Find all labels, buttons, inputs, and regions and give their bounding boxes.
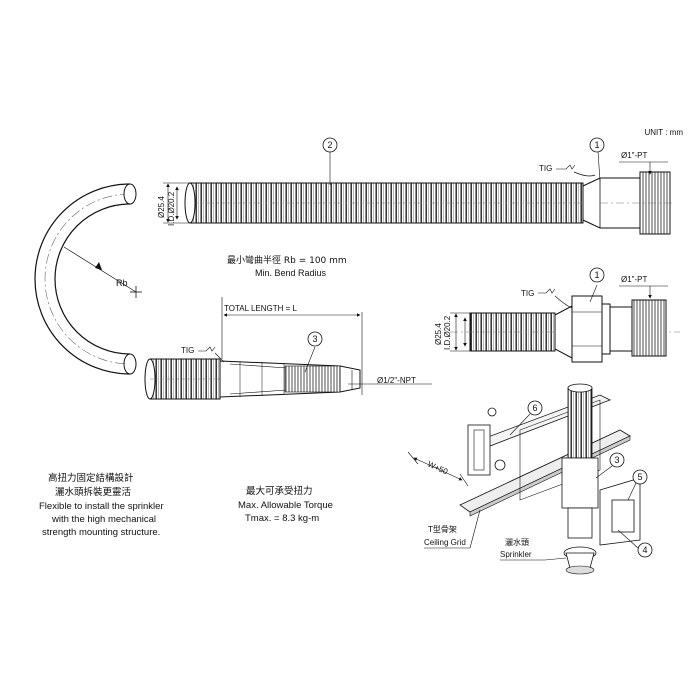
left-note-zh2: 灑水頭拆裝更靈活 (55, 486, 132, 498)
top-dim-outer: Ø25.4 (157, 196, 166, 218)
left-note: 高扭力固定結構設計 灑水頭拆裝更靈活 Flexible to install t… (39, 472, 164, 538)
callout-1-top: 1 (589, 137, 605, 153)
svg-text:6: 6 (532, 403, 537, 413)
torque-note: 最大可承受扭力 Max. Allowable Torque Tmax. = 8.… (238, 485, 333, 524)
torque-en: Max. Allowable Torque (238, 500, 333, 511)
callout-3-hose: 3 (307, 331, 323, 347)
svg-text:3: 3 (312, 334, 317, 344)
right-dim-outer: Ø25.4 (434, 323, 443, 345)
unit-label: UNIT : mm (644, 128, 683, 137)
top-thread-label: Ø1"-PT (621, 151, 648, 160)
svg-text:4: 4 (642, 545, 647, 555)
top-hose-dimensions: Ø25.4 I.D.Ø20.2 (157, 182, 190, 226)
bend-radius: Rb (63, 246, 142, 298)
callout-6: 6 (509, 400, 543, 436)
callout-3-assembly: 3 (595, 452, 625, 479)
svg-text:1: 1 (594, 140, 599, 150)
callout-4: 4 (617, 529, 653, 558)
top-dim-inner: I.D.Ø20.2 (167, 191, 176, 226)
left-note-en2: with the high mechanical (51, 514, 156, 525)
bend-text-en: Min. Bend Radius (255, 268, 327, 278)
ceiling-grid-label: T型骨架 Ceiling Grid (424, 509, 481, 549)
sprinkler-label-en: Sprinkler (500, 550, 532, 559)
svg-text:3: 3 (614, 455, 619, 465)
bottom-hose (144, 358, 352, 400)
svg-text:5: 5 (637, 472, 642, 482)
right-thread-label: Ø1"-PT (621, 275, 648, 284)
torque-value: Tmax. = 8.3 kg-m (245, 513, 319, 524)
grid-label-zh: T型骨架 (427, 525, 457, 534)
svg-text:1: 1 (594, 270, 599, 280)
top-fitting: TIG Ø1"-PT (539, 150, 674, 235)
callout-1-right: 1 (589, 267, 605, 283)
left-note-zh1: 高扭力固定結構設計 (48, 472, 134, 484)
grid-label-en: Ceiling Grid (424, 538, 466, 547)
ceiling-assembly: W+50 (407, 383, 641, 575)
bent-hose (34, 183, 137, 375)
bottom-fitting: TIG TOTAL LENGTH = L Ø1/2"-NPT (181, 297, 432, 398)
right-fitting: Ø25.4 I.D.Ø20.2 TIG Ø1"-PT (434, 275, 680, 363)
rb-label: Rb (116, 278, 128, 288)
left-note-en3: strength mounting structure. (42, 527, 160, 538)
right-tig-label: TIG (521, 289, 534, 298)
top-hose (184, 182, 584, 224)
right-dim-inner: I.D.Ø20.2 (443, 315, 452, 350)
top-tig-label: TIG (539, 164, 552, 173)
bottom-thread-label: Ø1/2"-NPT (377, 376, 416, 385)
torque-zh: 最大可承受扭力 (246, 485, 313, 497)
sprinkler-label-zh: 灑水頭 (505, 537, 529, 547)
callout-2: 2 (322, 137, 338, 185)
width-label: W+50 (426, 460, 449, 477)
left-note-en1: Flexible to install the sprinkler (39, 501, 164, 512)
callout-5: 5 (627, 469, 648, 501)
svg-text:2: 2 (327, 140, 332, 150)
bottom-tig-label: TIG (181, 346, 194, 355)
sprinkler-label: 灑水頭 Sprinkler (500, 537, 567, 561)
total-length-label: TOTAL LENGTH = L (224, 304, 298, 313)
bend-text-zh: 最小彎曲半徑 Rb = 100 mm (227, 254, 347, 266)
